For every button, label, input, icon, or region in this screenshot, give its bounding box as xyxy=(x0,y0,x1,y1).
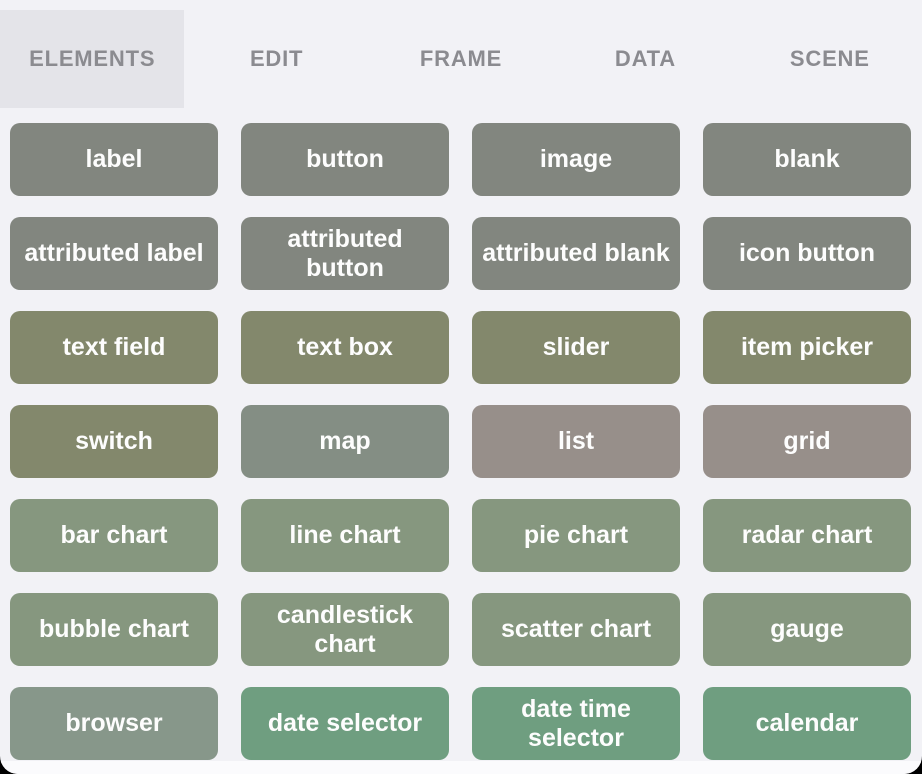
tab-frame[interactable]: FRAME xyxy=(419,46,503,71)
element-button-map[interactable]: map xyxy=(241,405,449,478)
element-button-candlestick-chart[interactable]: candlestick chart xyxy=(241,593,449,666)
elements-grid: label button image blank attributed labe… xyxy=(0,108,922,760)
element-button-grid[interactable]: grid xyxy=(703,405,911,478)
element-button-label[interactable]: label xyxy=(10,123,218,196)
element-button-browser[interactable]: browser xyxy=(10,687,218,760)
element-button-attributed-blank[interactable]: attributed blank xyxy=(472,217,680,290)
element-button-list[interactable]: list xyxy=(472,405,680,478)
tab-scene[interactable]: SCENE xyxy=(789,46,870,71)
element-button-button[interactable]: button xyxy=(241,123,449,196)
element-button-text-box[interactable]: text box xyxy=(241,311,449,384)
element-button-radar-chart[interactable]: radar chart xyxy=(703,499,911,572)
tab-elements[interactable]: ELEMENTS xyxy=(0,10,185,108)
element-button-pie-chart[interactable]: pie chart xyxy=(472,499,680,572)
element-button-scatter-chart[interactable]: scatter chart xyxy=(472,593,680,666)
element-button-attributed-label[interactable]: attributed label xyxy=(10,217,218,290)
element-button-slider[interactable]: slider xyxy=(472,311,680,384)
tab-edit[interactable]: EDIT xyxy=(249,46,304,71)
element-button-gauge[interactable]: gauge xyxy=(703,593,911,666)
element-button-icon-button[interactable]: icon button xyxy=(703,217,911,290)
element-button-blank[interactable]: blank xyxy=(703,123,911,196)
element-button-attributed-button[interactable]: attributed button xyxy=(241,217,449,290)
element-button-date-selector[interactable]: date selector xyxy=(241,687,449,760)
element-button-calendar[interactable]: calendar xyxy=(703,687,911,760)
element-button-item-picker[interactable]: item picker xyxy=(703,311,911,384)
element-button-image[interactable]: image xyxy=(472,123,680,196)
tab-bar: ELEMENTS EDIT FRAME DATA SCENE xyxy=(0,10,922,108)
tab-data[interactable]: DATA xyxy=(614,46,676,71)
element-button-switch[interactable]: switch xyxy=(10,405,218,478)
element-button-line-chart[interactable]: line chart xyxy=(241,499,449,572)
element-button-date-time-selector[interactable]: date time selector xyxy=(472,687,680,760)
element-button-text-field[interactable]: text field xyxy=(10,311,218,384)
element-button-bubble-chart[interactable]: bubble chart xyxy=(10,593,218,666)
home-indicator-area xyxy=(0,761,922,774)
element-button-bar-chart[interactable]: bar chart xyxy=(10,499,218,572)
